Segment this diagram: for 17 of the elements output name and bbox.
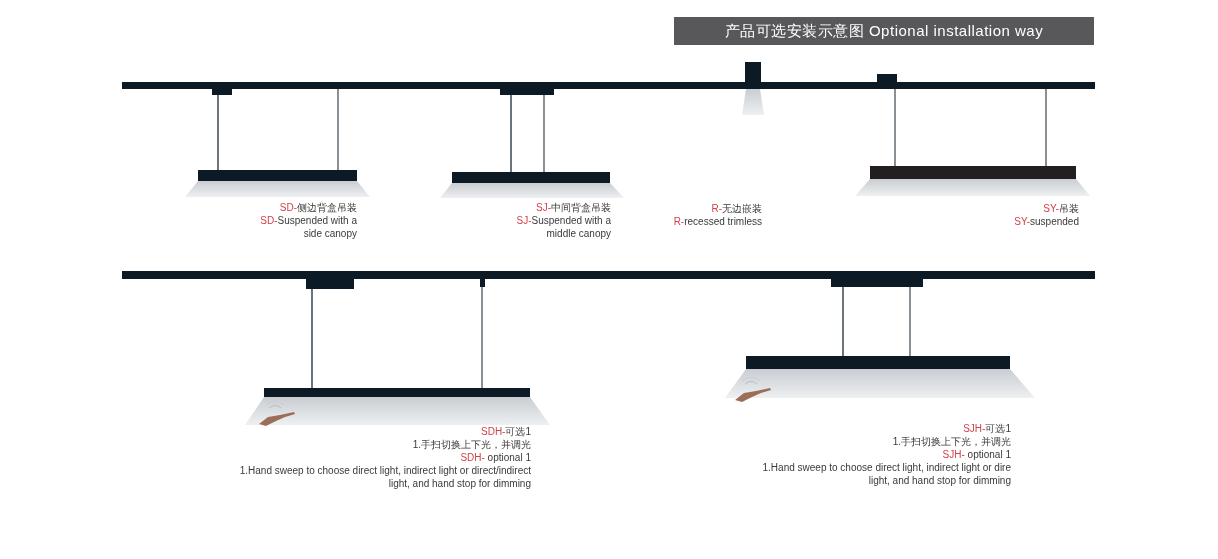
- mounting-type-label: R-无边嵌装: [711, 202, 762, 215]
- option-label: SJH- optional 1: [942, 448, 1011, 461]
- feature-note: 1.手扫切换上下光，并调光: [892, 435, 1011, 448]
- mounting-type-label: SY-吊装: [1043, 202, 1079, 215]
- mounting-type-label: SD-Suspended with a side canopy: [259, 214, 357, 240]
- feature-note: 1.Hand sweep to choose direct light, indirect light or direct/indirect light, and hand stop for dimming: [239, 464, 531, 490]
- mounting-type-label: R-recessed trimless: [673, 215, 762, 228]
- mounting-type-label: SJ-中间背盒吊装: [536, 201, 611, 214]
- option-label: SDH- optional 1: [460, 451, 531, 464]
- feature-note: 1.手扫切换上下光，并调光: [412, 438, 531, 451]
- feature-note: 1.Hand sweep to choose direct light, indirect light or dire light, and hand stop for dimming: [761, 461, 1011, 487]
- title-banner: 产品可选安装示意图 Optional installation way: [674, 17, 1094, 45]
- option-label: SDH-可选1: [481, 425, 531, 438]
- mounting-type-label: SJ-Suspended with a middle canopy: [515, 214, 611, 240]
- mounting-type-label: SD-侧边背盒吊装: [279, 201, 357, 214]
- mounting-type-label: SY-suspended: [1014, 215, 1079, 228]
- option-label: SJH-可选1: [963, 422, 1011, 435]
